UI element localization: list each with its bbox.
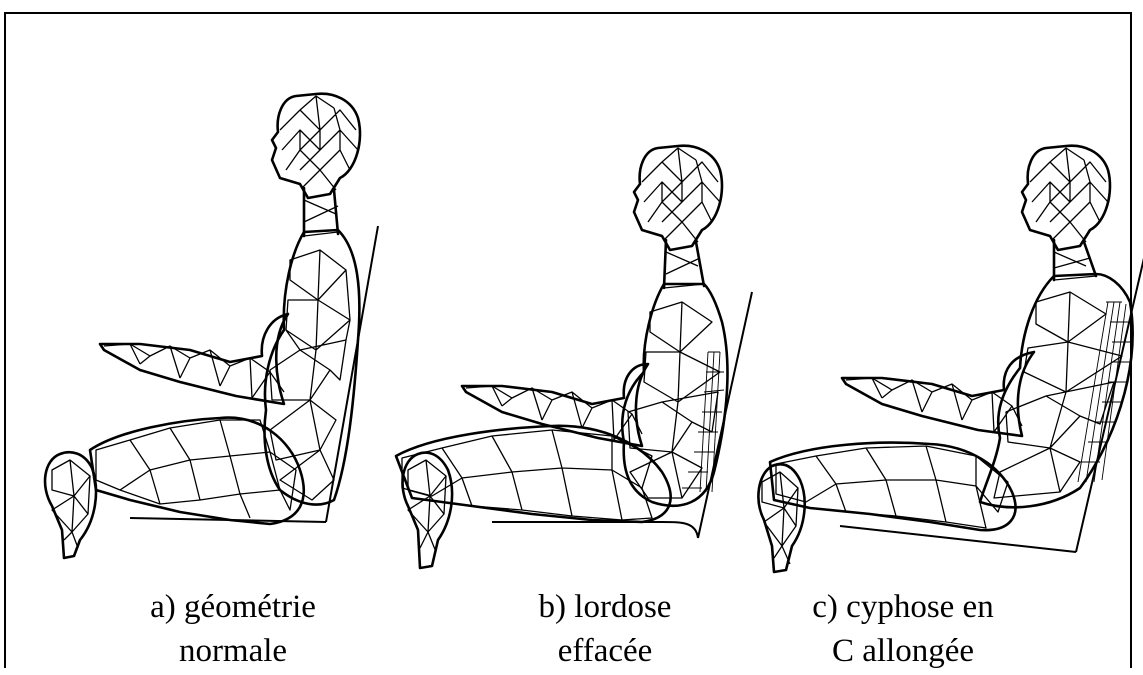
caption-a: a) géométrie normale — [118, 585, 348, 673]
caption-b-line1: b) lordose — [520, 585, 690, 629]
caption-c: c) cyphose en C allongée — [788, 585, 1018, 673]
mannequin-b — [396, 146, 752, 568]
caption-a-line2: normale — [118, 629, 348, 673]
seat-back-c — [1076, 232, 1143, 552]
caption-b: b) lordose effacée — [520, 585, 690, 673]
caption-c-line1: c) cyphose en — [788, 585, 1018, 629]
seat-base-c — [840, 526, 1076, 552]
caption-a-line1: a) géométrie — [118, 585, 348, 629]
mannequin-c — [758, 146, 1143, 572]
caption-c-line2: C allongée — [788, 629, 1018, 673]
seat-base-b — [492, 522, 698, 538]
mannequin-a — [45, 94, 378, 558]
caption-b-line2: effacée — [520, 629, 690, 673]
